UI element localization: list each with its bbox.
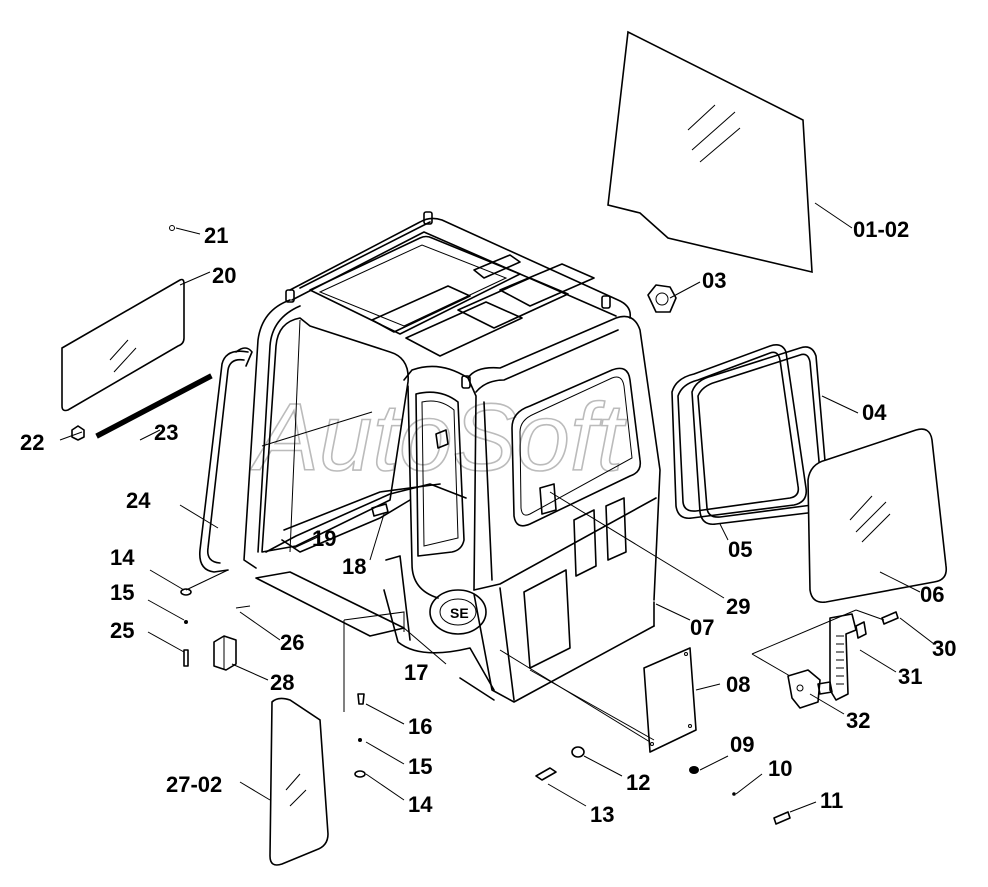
callout-01-02: 01-02 [853, 217, 909, 242]
callout-06: 06 [920, 582, 944, 607]
callout-24: 24 [126, 488, 151, 513]
lower-door-glass-part [269, 697, 329, 866]
callout-22: 22 [20, 430, 44, 455]
callout-27-02: 27-02 [166, 772, 222, 797]
rear-glass-part [807, 428, 948, 604]
window-seal-part [671, 344, 830, 526]
callout-11: 11 [820, 788, 843, 813]
latch-part [787, 613, 867, 709]
watermark: AutoSoft [250, 384, 627, 491]
callout-26: 26 [280, 630, 304, 655]
mat-part [343, 611, 405, 712]
callout-07: 07 [690, 615, 714, 640]
side-glass-part [61, 278, 185, 412]
callout-05: 05 [728, 537, 752, 562]
callout-15-upper: 15 [110, 580, 134, 605]
callout-03: 03 [702, 268, 726, 293]
callout-04: 04 [862, 400, 887, 425]
callout-32: 32 [846, 708, 870, 733]
callout-15-lower: 15 [408, 754, 432, 779]
callout-21: 21 [204, 223, 228, 248]
bracket-block-part [213, 635, 237, 671]
cab-body: SE [243, 211, 661, 703]
callout-18: 18 [342, 554, 366, 579]
callout-23: 23 [154, 420, 178, 445]
callout-13: 13 [590, 802, 614, 827]
callout-17: 17 [404, 660, 428, 685]
callout-20: 20 [212, 263, 236, 288]
leader-lines [59, 202, 935, 813]
fasteners [71, 225, 899, 825]
knob-part [647, 284, 677, 313]
panel-plate-part [643, 647, 697, 753]
callout-08: 08 [726, 672, 750, 697]
callout-10: 10 [768, 756, 792, 781]
callout-29: 29 [726, 594, 750, 619]
door-glass-part [607, 30, 813, 274]
callout-28: 28 [270, 670, 294, 695]
callout-31: 31 [898, 664, 922, 689]
callout-09: 09 [730, 732, 754, 757]
door-frame-seal-part [198, 347, 253, 573]
callout-19: 19 [312, 526, 336, 551]
callout-25: 25 [110, 618, 134, 643]
callout-labels: 01-02 03 04 05 06 07 08 09 10 11 12 13 1… [20, 217, 956, 827]
cab-badge: SE [450, 605, 469, 621]
callout-16: 16 [408, 714, 432, 739]
callout-12: 12 [626, 770, 650, 795]
seal-strip-part [95, 373, 213, 439]
callout-14-lower: 14 [408, 792, 433, 817]
callout-14-upper: 14 [110, 545, 135, 570]
callout-30: 30 [932, 636, 956, 661]
